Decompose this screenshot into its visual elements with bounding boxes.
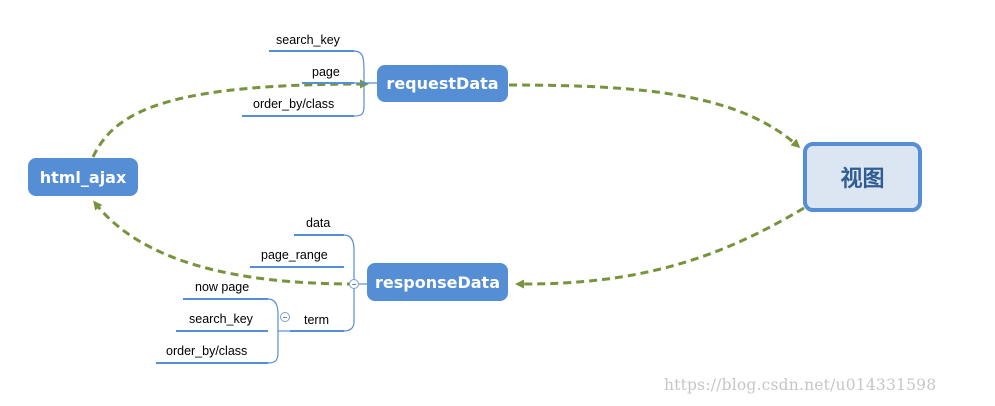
request-param-search-key: search_key — [276, 33, 340, 47]
response-field-page-range: page_range — [261, 248, 328, 262]
term-field-order-by: order_by/class — [166, 344, 248, 358]
html-ajax-node: html_ajax — [28, 158, 138, 196]
arrow-html-to-request — [91, 79, 369, 158]
request-data-node: requestData — [377, 65, 508, 102]
term-field-now-page: now page — [195, 280, 250, 294]
response-collapse-icon[interactable] — [349, 279, 359, 289]
response-fields-branch — [250, 234, 367, 332]
view-node: 视图 — [803, 142, 922, 212]
arrow-request-to-view — [508, 83, 801, 148]
term-collapse-icon[interactable] — [280, 312, 290, 322]
arrow-response-to-html — [93, 200, 356, 286]
watermark-url: https://blog.csdn.net/u014331598 — [664, 376, 937, 394]
request-param-page: page — [312, 65, 340, 79]
term-fields-branch — [156, 298, 290, 364]
response-field-term: term — [304, 313, 329, 327]
term-field-search-key: search_key — [189, 312, 253, 326]
request-params-branch — [242, 50, 377, 117]
response-field-data: data — [306, 216, 331, 230]
arrow-view-to-response — [515, 206, 805, 289]
response-data-node: responseData — [367, 263, 508, 301]
request-param-order-by: order_by/class — [253, 97, 335, 111]
